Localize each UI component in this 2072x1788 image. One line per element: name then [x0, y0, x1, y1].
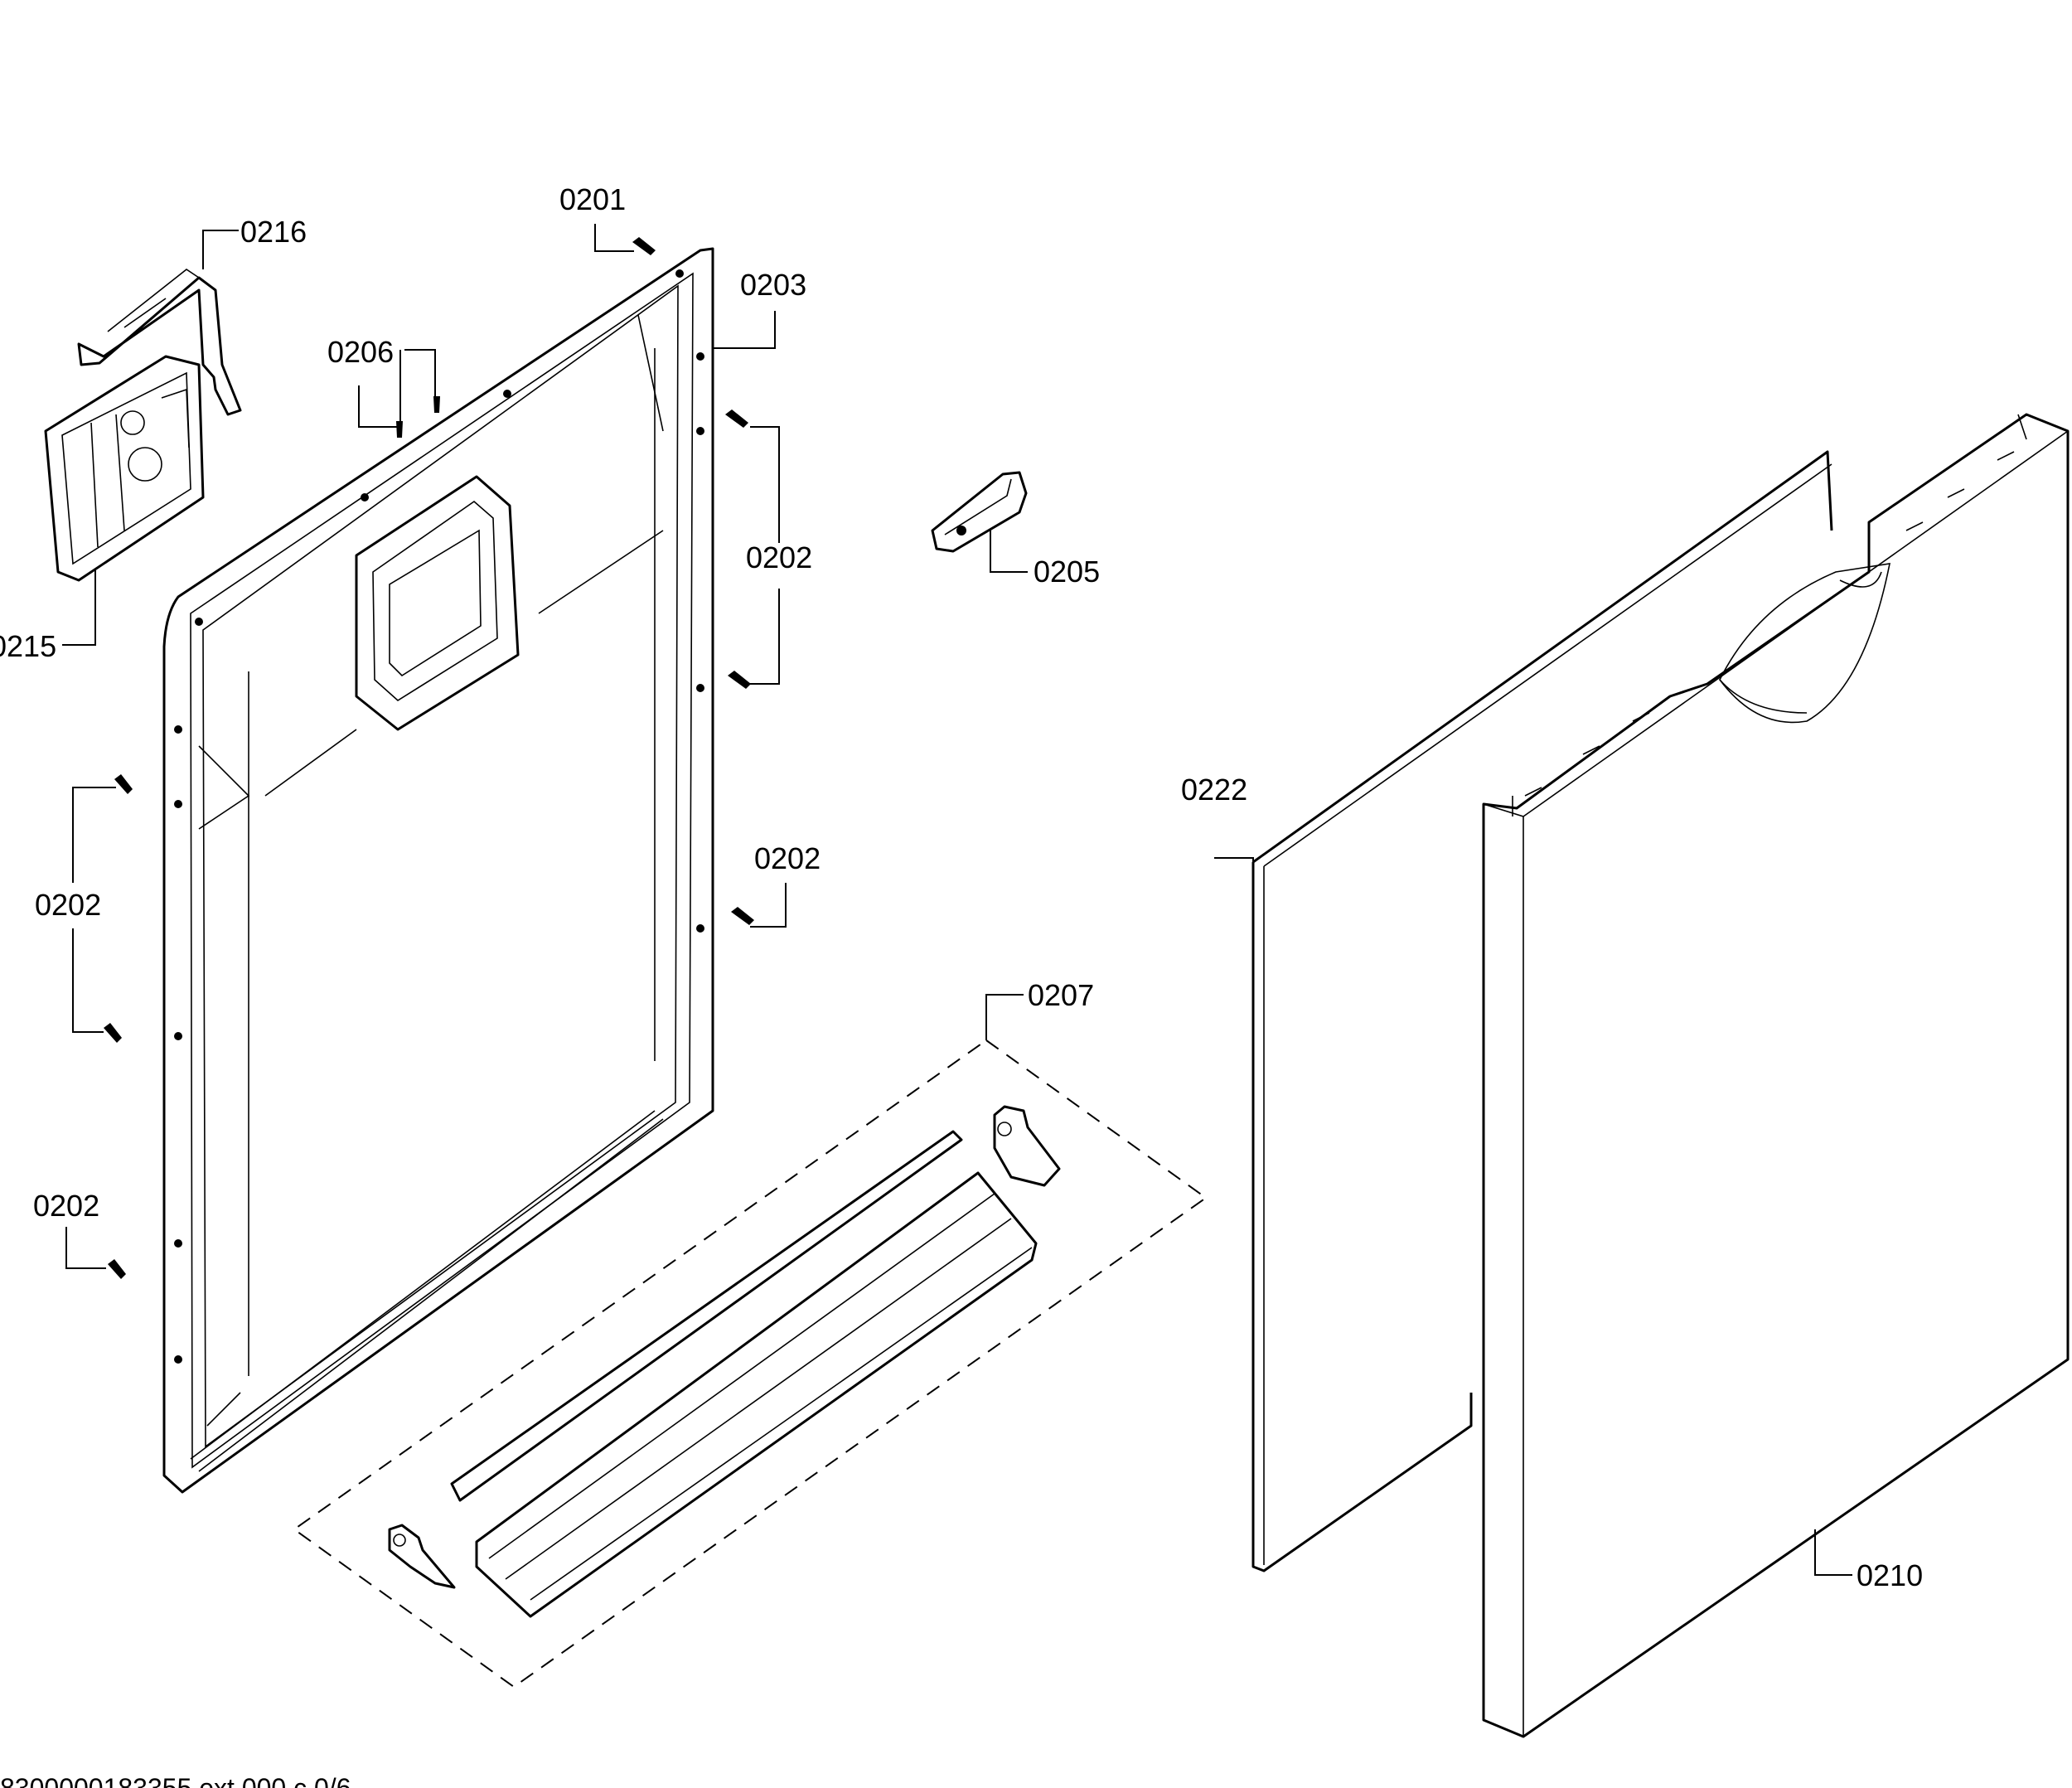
hinge-seal-assembly — [293, 1039, 1208, 1689]
screw-0201-icon — [632, 237, 656, 255]
decor-panel — [1251, 450, 1833, 1572]
screw-0202-right1-icon — [725, 409, 748, 428]
label-0205: 0205 — [1034, 555, 1100, 589]
screw-0202-right2-icon — [728, 671, 751, 689]
screw-0202-left3-icon — [108, 1259, 126, 1279]
screw-0202-right3-icon — [731, 907, 754, 925]
leader-lines — [62, 224, 1852, 1576]
screw-0206b-icon — [433, 396, 440, 413]
label-0215: 0215 — [0, 629, 56, 663]
label-0202-left-lower: 0202 — [33, 1189, 99, 1223]
screw-0202-left2-icon — [104, 1023, 122, 1043]
label-0202-left-middle: 0202 — [35, 888, 101, 922]
label-0207: 0207 — [1028, 978, 1094, 1012]
drawing-reference-number: 8300000183355 ext 000 c 0/6 — [0, 1773, 351, 1788]
label-0206: 0206 — [327, 335, 394, 369]
label-0203: 0203 — [740, 268, 806, 302]
screw-0202-left1-icon — [114, 774, 133, 794]
label-0222: 0222 — [1181, 773, 1247, 807]
label-0216: 0216 — [240, 215, 307, 249]
part-labels: 0201 0203 0216 0206 0215 0202 0202 0202 … — [0, 182, 1923, 1592]
label-0202-right-lower: 0202 — [754, 841, 821, 875]
door-latch — [77, 269, 242, 416]
latch-hook — [931, 471, 1028, 553]
label-0201: 0201 — [559, 182, 626, 216]
outer-door — [1482, 413, 2070, 1738]
detergent-dispenser — [44, 355, 205, 582]
label-0210: 0210 — [1857, 1558, 1923, 1592]
inner-door-panel — [162, 247, 714, 1494]
label-0202-right-upper: 0202 — [746, 540, 812, 574]
screws — [104, 237, 754, 1279]
